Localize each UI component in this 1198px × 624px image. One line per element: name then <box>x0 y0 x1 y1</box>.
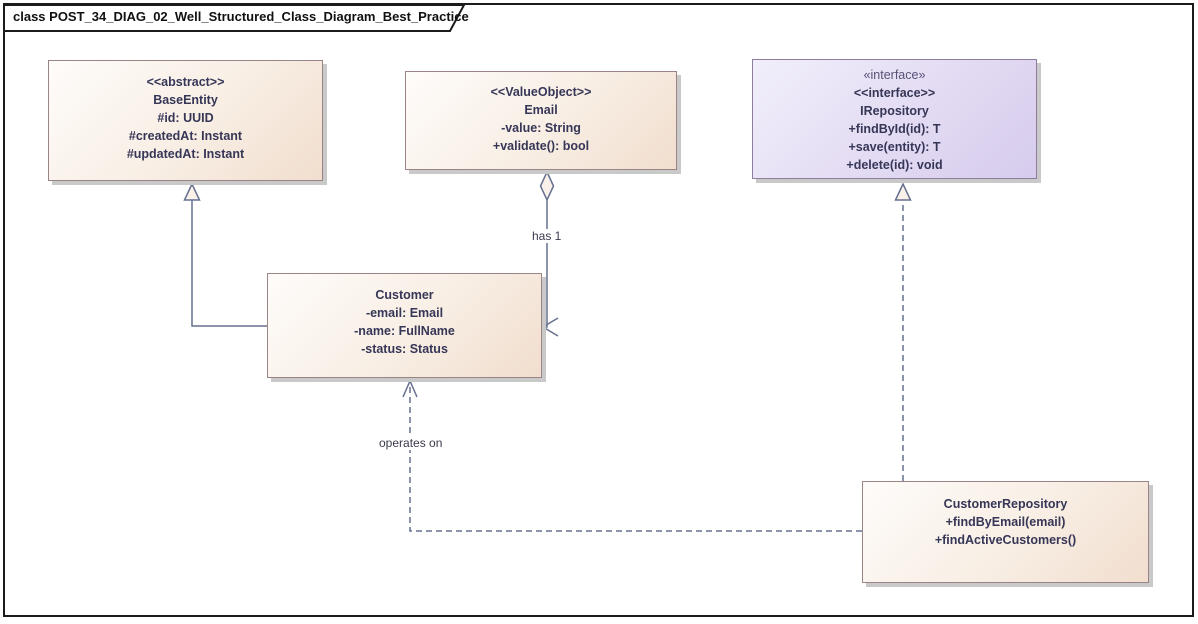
dependency-label: operates on <box>377 436 445 450</box>
open-arrowhead-icon <box>541 317 559 337</box>
realization-connector[interactable] <box>894 182 912 481</box>
interface-keyword: «interface» <box>863 68 926 82</box>
class-name: BaseEntity <box>153 93 218 107</box>
class-member: -status: Status <box>361 342 448 356</box>
class-member: -value: String <box>501 121 581 135</box>
class-box-customer-repository[interactable]: CustomerRepository +findByEmail(email) +… <box>862 481 1149 583</box>
generalization-connector[interactable] <box>183 182 268 327</box>
hollow-triangle-icon <box>183 182 201 201</box>
class-name: Email <box>524 103 558 117</box>
class-member: #updatedAt: Instant <box>126 147 245 161</box>
class-member: #createdAt: Instant <box>128 129 243 143</box>
class-member: -name: FullName <box>354 324 455 338</box>
class-box-email[interactable]: <<ValueObject>> Email -value: String +va… <box>405 71 677 170</box>
class-member: +validate(): bool <box>492 139 590 153</box>
aggregation-diamond-icon <box>539 170 555 202</box>
class-member: +findById(id): T <box>848 122 941 136</box>
frame-title: class POST_34_DIAG_02_Well_Structured_Cl… <box>13 9 469 24</box>
aggregation-label: has 1 <box>530 229 564 243</box>
class-member: -email: Email <box>365 306 444 320</box>
hollow-triangle-icon <box>894 182 912 201</box>
dependency-connector[interactable] <box>402 379 862 532</box>
aggregation-connector[interactable] <box>539 170 559 337</box>
class-box-base-entity[interactable]: <<abstract>> BaseEntity #id: UUID #creat… <box>48 60 323 181</box>
open-arrowhead-icon <box>402 379 418 398</box>
class-name: CustomerRepository <box>943 497 1068 511</box>
class-member: +findByEmail(email) <box>945 515 1066 529</box>
class-member: +findActiveCustomers() <box>934 533 1077 547</box>
class-stereotype: <<abstract>> <box>146 75 225 89</box>
class-name: IRepository <box>860 104 929 118</box>
class-member: +delete(id): void <box>846 158 943 172</box>
class-box-customer[interactable]: Customer -email: Email -name: FullName -… <box>267 273 542 378</box>
class-member: #id: UUID <box>157 111 214 125</box>
class-name: Customer <box>375 288 434 302</box>
class-stereotype: <<ValueObject>> <box>490 85 592 99</box>
class-stereotype: <<interface>> <box>853 86 936 100</box>
class-member: +save(entity): T <box>848 140 941 154</box>
interface-box-irepository[interactable]: «interface» <<interface>> IRepository +f… <box>752 59 1037 179</box>
